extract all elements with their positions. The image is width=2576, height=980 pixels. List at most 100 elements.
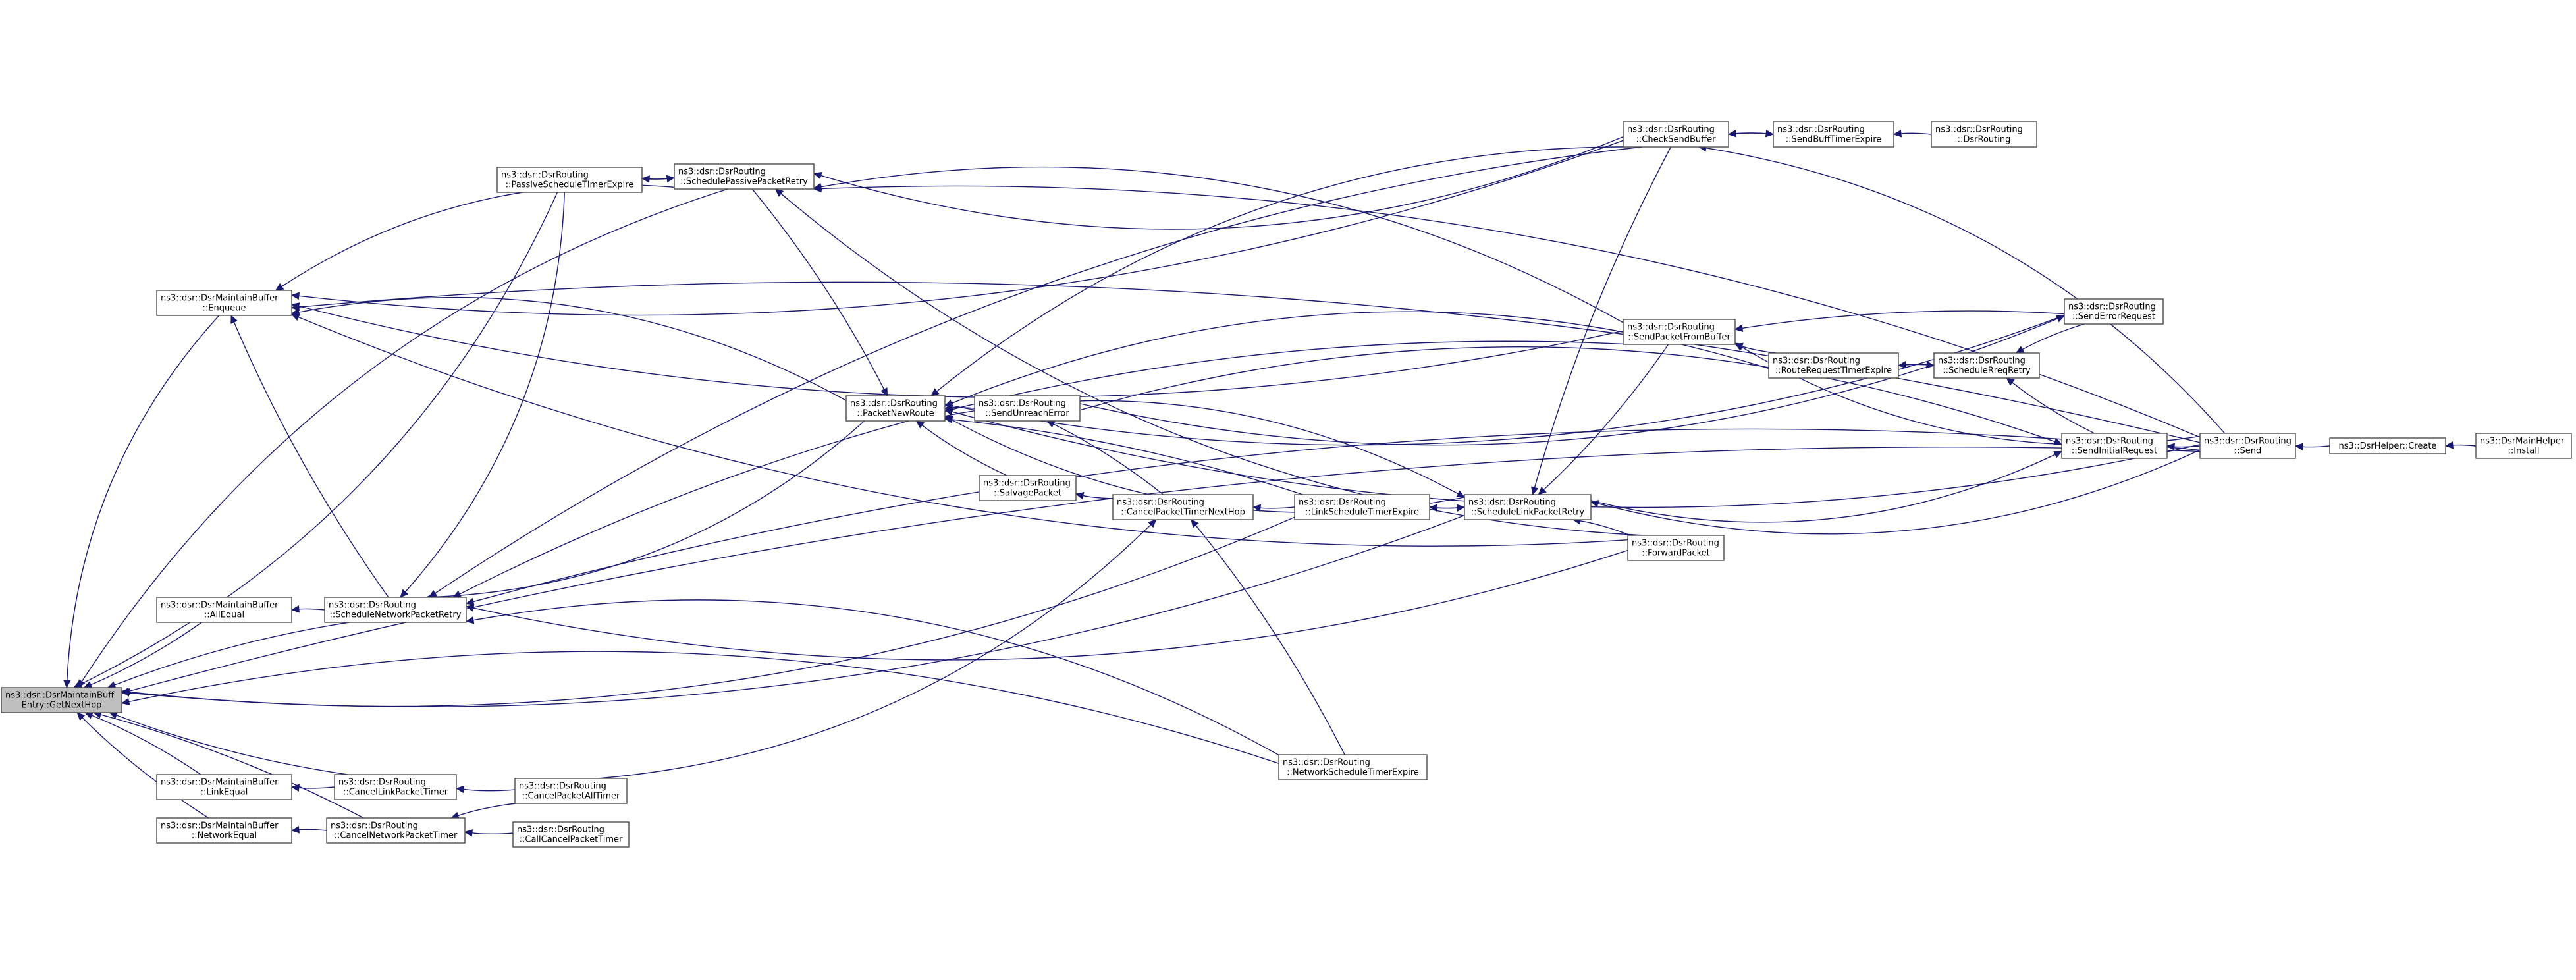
node-salvage[interactable]: ns3::dsr::DsrRouting::SalvagePacket — [979, 475, 1077, 501]
node-networkequal[interactable]: ns3::dsr::DsrMaintainBuffer::NetworkEqua… — [156, 817, 292, 844]
edges-layer — [63, 130, 2477, 837]
node-linksched[interactable]: ns3::dsr::DsrRouting::LinkScheduleTimerE… — [1294, 494, 1430, 520]
edge-line — [82, 717, 209, 819]
arrow-head — [2006, 377, 2015, 386]
node-enqueue[interactable]: ns3::dsr::DsrMaintainBuffer::Enqueue — [156, 290, 292, 316]
node-cancelnexthop[interactable]: ns3::dsr::DsrRouting::CancelPacketTimerN… — [1112, 494, 1254, 520]
edge-line — [1705, 148, 2226, 434]
edge-cancelnexthop-to-salvage — [1075, 492, 1114, 500]
node-label-line: ::Enqueue — [203, 304, 246, 313]
edge-linksched-to-cancelnexthop — [1252, 504, 1295, 512]
node-label-line: ns3::dsr::DsrRouting — [338, 778, 426, 788]
node-routereqtimer[interactable]: ns3::dsr::DsrRouting::RouteRequestTimerE… — [1768, 352, 1899, 379]
edge-line — [780, 193, 1645, 536]
edge-line — [128, 514, 1465, 707]
edge-sendfrombuffer-to-schedlinkretry — [1538, 344, 1669, 495]
node-callcancel[interactable]: ns3::dsr::DsrRouting::CallCancelPacketTi… — [512, 821, 630, 848]
arrow-head — [2015, 346, 2025, 354]
arrow-head — [1538, 486, 1547, 495]
node-schedlinkretry[interactable]: ns3::dsr::DsrRouting::ScheduleLinkPacket… — [1464, 494, 1592, 520]
node-cancelnettimer[interactable]: ns3::dsr::DsrRouting::CancelNetworkPacke… — [326, 817, 466, 844]
node-netsched[interactable]: ns3::dsr::DsrRouting::NetworkScheduleTim… — [1278, 754, 1428, 780]
node-box — [496, 167, 643, 193]
node-label-line: ::CancelLinkPacketTimer — [343, 788, 448, 798]
arrow-head — [813, 184, 822, 193]
edge-line — [298, 306, 1624, 398]
node-label-line: ns3::dsr::DsrRouting — [2204, 437, 2292, 447]
node-box — [2199, 433, 2296, 459]
edge-cancelnettimer-to-networkequal — [290, 826, 327, 834]
node-packetnewroute[interactable]: ns3::dsr::DsrRouting::PacketNewRoute — [845, 395, 946, 422]
arrow-head — [1531, 486, 1539, 496]
edge-cancellinktimer-to-linkequal — [290, 784, 335, 792]
node-box — [324, 597, 467, 623]
arrow-head — [1075, 492, 1085, 500]
node-passivesched[interactable]: ns3::dsr::DsrRouting::PassiveScheduleTim… — [496, 167, 643, 193]
arrow-head — [83, 681, 93, 688]
node-box — [514, 778, 628, 804]
node-linkequal[interactable]: ns3::dsr::DsrMaintainBuffer::LinkEqual — [156, 774, 292, 800]
node-allequal[interactable]: ns3::dsr::DsrMaintainBuffer::AllEqual — [156, 597, 292, 623]
edge-sendfrombuffer-to-schedpassive — [813, 166, 1624, 323]
node-schedreq[interactable]: ns3::dsr::DsrRouting::ScheduleRreqRetry — [1933, 352, 2040, 379]
node-sendfrombuffer[interactable]: ns3::dsr::DsrRouting::SendPacketFromBuff… — [1623, 319, 1736, 345]
node-mainhelper[interactable]: ns3::DsrMainHelper::Install — [2475, 433, 2572, 459]
node-label-line: ns3::dsr::DsrRouting — [850, 399, 938, 409]
node-label-line: ::DsrRouting — [1958, 135, 2011, 145]
node-sendbufftimer[interactable]: ns3::dsr::DsrRouting::SendBuffTimerExpir… — [1773, 121, 1894, 148]
edge-line — [952, 411, 2201, 508]
edge-sendinitreq-to-schedreq — [2006, 377, 2095, 434]
arrow-head — [290, 303, 300, 311]
edge-line — [90, 622, 202, 686]
node-send[interactable]: ns3::dsr::DsrRouting::Send — [2199, 433, 2296, 459]
edge-cancelall-to-cancellinktimer — [455, 785, 516, 794]
edge-callcancel-to-cancelnettimer — [464, 829, 514, 837]
edge-passivesched-to-schednetretry — [400, 192, 566, 598]
edge-send-to-packetnewroute — [944, 408, 2201, 508]
arrow-head — [77, 679, 86, 689]
edge-send-to-schednetretry — [465, 428, 2201, 606]
arrow-head — [880, 387, 888, 397]
edge-schednetretry-to-getnexthop — [107, 622, 350, 689]
arrow-head — [400, 589, 409, 598]
node-getnexthop[interactable]: ns3::dsr::DsrMaintainBuffEntry::GetNextH… — [1, 687, 122, 713]
edge-line — [91, 715, 201, 775]
node-sendinitreq[interactable]: ns3::dsr::DsrRouting::SendInitialRequest — [2061, 433, 2168, 459]
edge-netsched-to-getnexthop — [121, 651, 1279, 764]
arrow-head — [63, 680, 71, 689]
node-box — [2329, 437, 2446, 454]
node-forward[interactable]: ns3::dsr::DsrRouting::ForwardPacket — [1627, 535, 1725, 561]
node-label-line: ::PassiveScheduleTimerExpire — [506, 180, 634, 190]
edge-send-to-sendinitreq — [2166, 443, 2201, 450]
node-dsrrouting[interactable]: ns3::dsr::DsrRouting::DsrRouting — [1931, 121, 2037, 148]
node-label-line: ::CancelPacketTimerNextHop — [1121, 508, 1245, 518]
edge-forward-to-enqueue — [290, 313, 1628, 547]
node-box — [326, 817, 466, 844]
node-label-line: ::SalvagePacket — [994, 489, 1061, 499]
node-schedpassive[interactable]: ns3::dsr::DsrRouting::SchedulePassivePac… — [674, 163, 815, 190]
node-label-line: ns3::dsr::DsrRouting — [1283, 758, 1370, 768]
edge-line — [298, 281, 2201, 443]
edge-line — [820, 166, 1624, 323]
node-label-line: ::LinkEqual — [201, 788, 248, 798]
edge-sendunreach-to-sendinitreq — [1079, 346, 2063, 445]
arrow-head — [2056, 315, 2066, 323]
node-label-line: ns3::dsr::DsrRouting — [1773, 356, 1860, 366]
node-cancelall[interactable]: ns3::dsr::DsrRouting::CancelPacketAllTim… — [514, 778, 628, 804]
node-schednetretry[interactable]: ns3::dsr::DsrRouting::ScheduleNetworkPac… — [324, 597, 467, 623]
node-cancellinktimer[interactable]: ns3::dsr::DsrRouting::CancelLinkPacketTi… — [334, 774, 457, 800]
edge-senderrreq-to-schedreq — [2015, 323, 2085, 354]
node-label-line: ns3::dsr::DsrRouting — [1777, 125, 1865, 135]
edge-line — [298, 297, 847, 401]
edge-enqueue-to-getnexthop — [63, 315, 220, 689]
node-label-line: ::SendPacketFromBuffer — [1628, 333, 1731, 342]
edge-line — [1083, 495, 1114, 499]
edge-line — [2012, 382, 2095, 434]
node-senderrreq[interactable]: ns3::dsr::DsrRouting::SendErrorRequest — [2064, 298, 2164, 325]
node-sendunreach[interactable]: ns3::dsr::DsrRouting::SendUnreachError — [974, 395, 1081, 422]
node-checksend[interactable]: ns3::dsr::DsrRouting::CheckSendBuffer — [1623, 121, 1729, 148]
edge-line — [114, 622, 350, 686]
node-helpercreate[interactable]: ns3::DsrHelper::Create — [2329, 437, 2446, 454]
arrow-head — [290, 826, 300, 834]
edge-line — [471, 832, 514, 835]
